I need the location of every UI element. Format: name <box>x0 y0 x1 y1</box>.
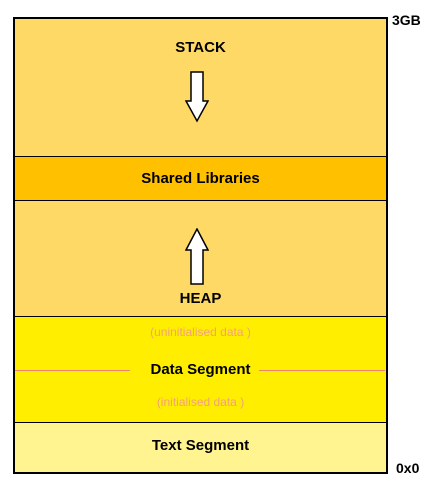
stack-segment: STACK <box>15 19 386 156</box>
heap-segment: HEAP <box>15 201 386 316</box>
text-segment-label: Text Segment <box>151 437 250 454</box>
data-segment-label: Data Segment <box>150 361 251 378</box>
top-address-label: 3GB <box>392 12 421 28</box>
uninitialised-data-note: (uninitialised data ) <box>150 325 251 339</box>
data-segment: (uninitialised data ) Data Segment (init… <box>15 316 386 423</box>
stack-label: STACK <box>175 39 226 56</box>
initialised-data-note: (initialised data ) <box>156 395 245 409</box>
text-segment: Text Segment <box>15 423 386 472</box>
data-divider-right <box>259 370 385 371</box>
heap-label: HEAP <box>179 290 222 307</box>
shared-libraries-segment: Shared Libraries <box>15 156 386 201</box>
arrow-down-icon <box>185 71 209 123</box>
arrow-up-icon <box>185 228 209 285</box>
shared-libraries-label: Shared Libraries <box>141 170 260 187</box>
memory-layout-diagram: STACK Shared Libraries HEAP (uninitialis… <box>13 17 388 474</box>
bottom-address-label: 0x0 <box>396 460 420 476</box>
data-divider-left <box>15 370 130 371</box>
